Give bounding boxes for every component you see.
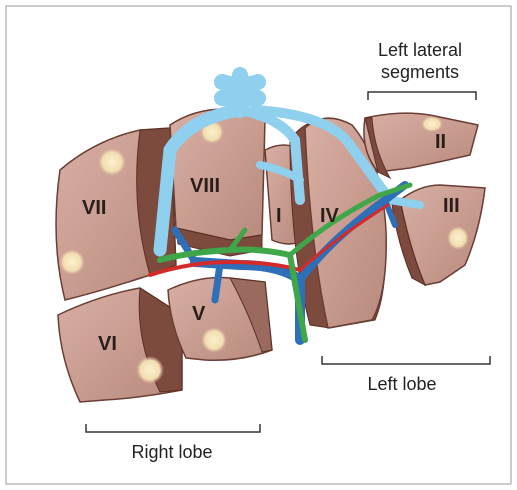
segment-I-label: I	[276, 205, 282, 227]
segment-VI	[58, 288, 182, 402]
segment-II	[364, 113, 478, 178]
lesion	[98, 148, 126, 176]
segment-V-label: V	[192, 303, 206, 325]
left-lateral-label-line2: segments	[381, 62, 459, 82]
lesion	[421, 116, 443, 132]
left-lateral-bracket	[368, 92, 476, 100]
left-lobe-bracket	[322, 356, 490, 364]
segment-V	[168, 278, 272, 361]
right-lobe-bracket	[86, 424, 260, 432]
lesion	[447, 226, 469, 250]
segment-IV-label: IV	[320, 205, 340, 227]
segment-VIII-label: VIII	[190, 175, 220, 197]
right-lobe-label: Right lobe	[131, 442, 212, 462]
segment-III-label: III	[443, 195, 460, 217]
left-lobe-label: Left lobe	[367, 374, 436, 394]
lesion	[59, 249, 85, 275]
left-lateral-label-line1: Left lateral	[378, 40, 462, 60]
lesion	[201, 327, 227, 353]
lesion	[136, 356, 164, 384]
segment-VII-label: VII	[82, 197, 106, 219]
segment-II-label: II	[435, 131, 446, 153]
segment-VI-label: VI	[98, 333, 117, 355]
